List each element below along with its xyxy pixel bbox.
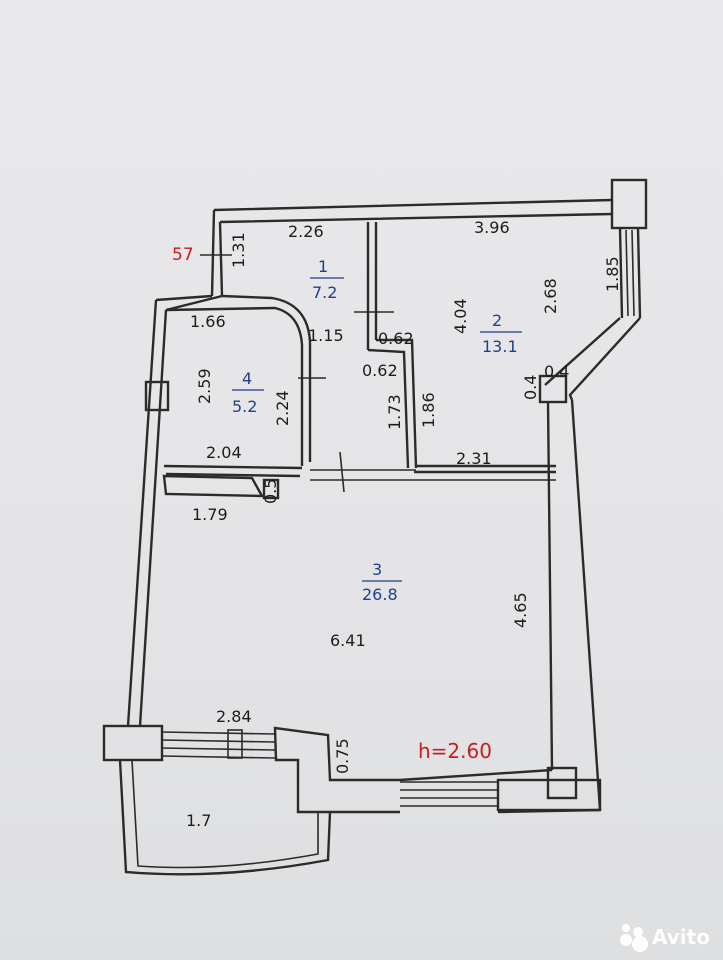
room-1-label: 1 7.2: [310, 257, 344, 302]
ceiling-height-note: h=2.60: [418, 739, 492, 763]
room-2-area: 13.1: [482, 337, 518, 356]
room-2-number: 2: [492, 311, 502, 330]
room-4-number: 4: [242, 369, 252, 388]
dim-1-31: 1.31: [229, 232, 248, 268]
room-1-number: 1: [318, 257, 328, 276]
dim-2-04: 2.04: [206, 443, 242, 462]
dim-1-86: 1.86: [419, 392, 438, 428]
avito-logo-icon: [620, 924, 648, 952]
dim-0-62-b: 0.62: [362, 361, 398, 380]
dim-2-26: 2.26: [288, 222, 324, 241]
dim-1-85: 1.85: [603, 256, 622, 292]
dim-6-41: 6.41: [330, 631, 366, 650]
balcony-area: 1.7: [186, 811, 211, 830]
dim-3-96: 3.96: [474, 218, 510, 237]
room-3-number: 3: [372, 560, 382, 579]
room-4-area: 5.2: [232, 397, 257, 416]
dim-4-65: 4.65: [511, 592, 530, 628]
dim-2-59: 2.59: [195, 368, 214, 404]
room-3-label: 3 26.8: [362, 560, 402, 604]
dim-0-4-a: 0.4: [544, 362, 569, 381]
room-4-label: 4 5.2: [232, 369, 264, 416]
dim-1-15: 1.15: [308, 326, 344, 345]
watermark-text: Avito: [652, 925, 710, 949]
room-1-area: 7.2: [312, 283, 337, 302]
outer-walls: [102, 178, 648, 814]
room-2-label: 2 13.1: [480, 311, 522, 356]
room-3-area: 26.8: [362, 585, 398, 604]
room-labels: 1 7.2 2 13.1 3 26.8 4 5.2 1.7: [186, 257, 522, 830]
dim-0-5: 0.5: [261, 479, 280, 504]
corner-number: 57: [172, 245, 194, 265]
interior-walls: [162, 222, 556, 500]
dim-2-31: 2.31: [456, 449, 492, 468]
dim-2-84: 2.84: [216, 707, 252, 726]
dim-1-66: 1.66: [190, 312, 226, 331]
dim-1-73: 1.73: [385, 394, 404, 430]
dim-2-68: 2.68: [541, 278, 560, 314]
avito-watermark: Avito: [620, 924, 710, 952]
dim-0-75: 0.75: [333, 738, 352, 774]
dim-0-62-a: 0.62: [378, 329, 414, 348]
dim-2-24: 2.24: [273, 390, 292, 426]
dim-1-79: 1.79: [192, 505, 228, 524]
dim-0-4-b: 0.4: [521, 375, 540, 400]
dimension-labels: 1.31 2.26 3.96 1.85 2.68 4.04 1.15 0.62 …: [190, 218, 622, 774]
balcony-outline: [118, 759, 332, 876]
dim-4-04: 4.04: [451, 298, 470, 334]
